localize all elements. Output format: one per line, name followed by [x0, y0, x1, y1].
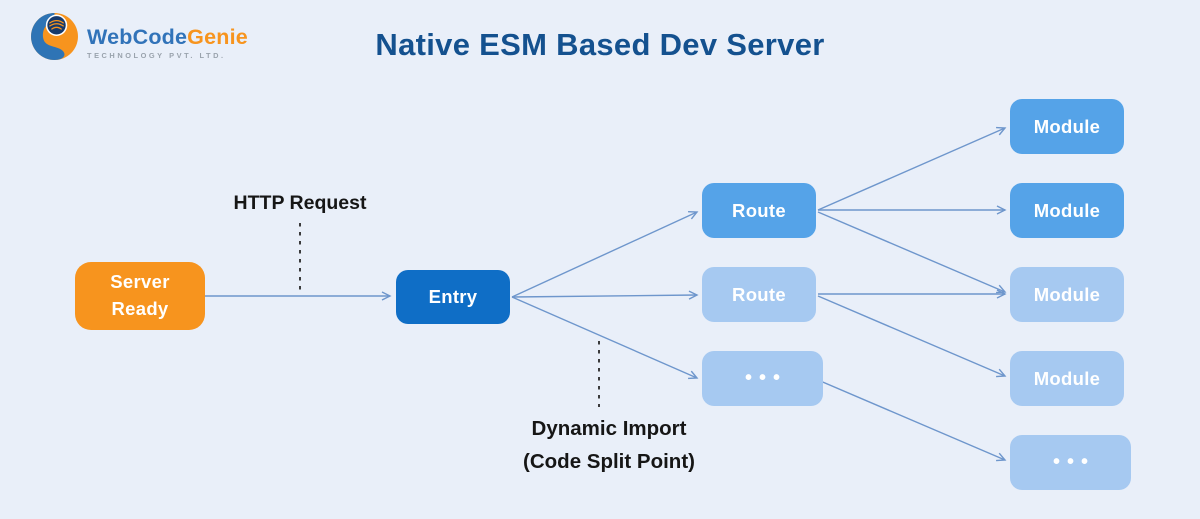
- edge-entry-route1: [511, 211, 699, 298]
- node-route-1: Route: [702, 183, 816, 238]
- edge-route1-module1: [817, 126, 1007, 211]
- edge-entry-route2: [511, 290, 699, 300]
- edge-entry-moreroutes: [511, 296, 699, 380]
- edge-route1-module3: [817, 211, 1007, 294]
- edge-route2-module4: [817, 295, 1007, 378]
- node-server-ready: Server Ready: [75, 262, 205, 330]
- dynamic-import-label-line2: (Code Split Point): [523, 449, 695, 473]
- page-title: Native ESM Based Dev Server: [375, 27, 825, 62]
- logo-tagline: TECHNOLOGY PVT. LTD.: [87, 50, 226, 60]
- webcodegenie-logo: WebCodeGenie TECHNOLOGY PVT. LTD.: [30, 12, 248, 61]
- node-server-ready-line1: Server: [110, 271, 170, 293]
- webcodegenie-logo-icon: [31, 13, 78, 60]
- node-server-ready-line2: Ready: [111, 298, 169, 319]
- dynamic-import-label-line1: Dynamic Import: [531, 417, 687, 440]
- node-route-2: Route: [702, 267, 816, 322]
- node-module-3: Module: [1010, 267, 1124, 322]
- node-more-modules: •••: [1010, 435, 1131, 490]
- dynamic-import-label: Dynamic Import (Code Split Point): [523, 413, 695, 479]
- node-module-4: Module: [1010, 351, 1124, 406]
- logo-text: WebCodeGenie TECHNOLOGY PVT. LTD.: [87, 12, 248, 59]
- http-request-label: HTTP Request: [233, 192, 367, 214]
- logo-brand-primary: WebCode: [87, 25, 188, 49]
- node-module-1: Module: [1010, 99, 1124, 154]
- logo-brand-secondary: Genie: [187, 25, 248, 49]
- edge-moreroutes-moremodules: [817, 379, 1007, 462]
- node-more-routes: •••: [702, 351, 823, 406]
- logo-brand: WebCodeGenie: [87, 25, 248, 49]
- node-entry: Entry: [396, 270, 510, 324]
- node-module-2: Module: [1010, 183, 1124, 238]
